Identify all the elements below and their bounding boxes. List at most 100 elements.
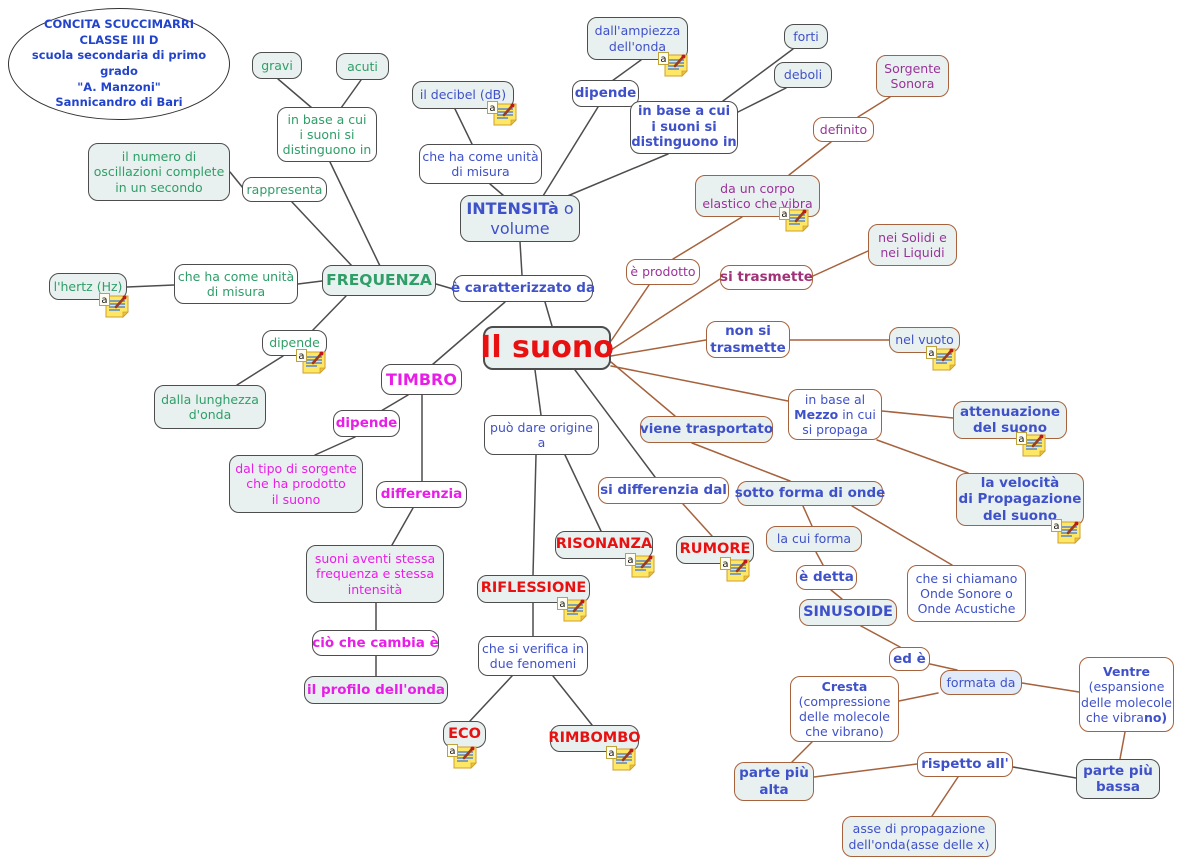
node-decibel[interactable]: il decibel (dB) — [412, 81, 514, 109]
node-frequenza[interactable]: FREQUENZA — [322, 265, 436, 296]
node-dipende-timbro[interactable]: dipende — [333, 410, 400, 437]
node-formata-da[interactable]: formata da — [940, 670, 1022, 695]
node-definito[interactable]: definito — [813, 117, 874, 142]
node-sinusoide[interactable]: SINUSOIDE — [799, 599, 897, 626]
node-si-trasmette[interactable]: si trasmette — [720, 265, 813, 290]
node-label-line: si differenzia dal — [600, 482, 727, 499]
node-label-line: RISONANZA — [555, 536, 653, 553]
node-si-differenzia[interactable]: si differenzia dal — [598, 477, 729, 504]
node-forti[interactable]: forti — [784, 24, 828, 49]
node-dipende-intensita[interactable]: dipende — [572, 80, 639, 107]
node-label-line: è prodotto — [630, 264, 696, 280]
node-label-line: che ha come unità — [422, 148, 539, 164]
connector-line — [534, 369, 542, 416]
svg-text:a: a — [722, 559, 728, 570]
annotation-icon[interactable]: a — [557, 597, 587, 623]
annotation-icon[interactable]: a — [720, 557, 750, 583]
annotation-icon[interactable]: a — [487, 101, 517, 127]
node-differenzia[interactable]: differenzia — [376, 481, 467, 508]
annotation-icon[interactable]: a — [99, 293, 129, 319]
sticky-note-glyph: a — [625, 553, 655, 578]
node-rappresenta[interactable]: rappresenta — [242, 177, 327, 202]
node-label-line: l'hertz (Hz) — [53, 278, 123, 294]
sticky-note-glyph: a — [1016, 432, 1046, 457]
author-credit-ellipse: CONCITA SCUCCIMARRI CLASSE III D scuola … — [8, 8, 230, 120]
node-cio-che-cambia[interactable]: ciò che cambia è — [312, 630, 439, 656]
node-label-line: i suoni si — [651, 119, 717, 135]
node-il-suono[interactable]: Il suono — [480, 326, 614, 370]
annotation-icon[interactable]: a — [658, 52, 688, 78]
node-la-cui-forma[interactable]: la cui forma — [766, 526, 862, 552]
annotation-icon[interactable]: a — [1016, 432, 1046, 458]
node-label-line: dell'onda(asse delle x) — [848, 836, 990, 852]
annotation-icon[interactable]: a — [606, 746, 636, 772]
node-label-line: suoni aventi stessa — [314, 551, 436, 567]
node-hertz[interactable]: l'hertz (Hz) — [49, 273, 127, 300]
node-rispetto-all[interactable]: rispetto all' — [917, 752, 1013, 777]
node-ed-e[interactable]: ed è — [889, 647, 930, 671]
node-timbro[interactable]: TIMBRO — [381, 364, 462, 395]
connector-line — [737, 87, 787, 113]
node-label-line: dipende — [269, 335, 320, 351]
connector-line — [802, 505, 813, 527]
node-rimbombo[interactable]: RIMBOMBO — [548, 725, 641, 752]
connector-line — [1021, 682, 1080, 693]
node-profilo-onda[interactable]: il profilo dell'onda — [304, 676, 448, 704]
annotation-icon[interactable]: a — [926, 346, 956, 372]
node-label-line: acuti — [347, 58, 378, 74]
annotation-icon[interactable]: a — [1051, 519, 1081, 545]
annotation-icon[interactable]: a — [296, 349, 326, 375]
node-label-line: è detta — [799, 569, 854, 586]
node-label-line: in base a cui — [287, 111, 367, 127]
connector-line — [857, 96, 891, 118]
node-gravi[interactable]: gravi — [252, 52, 302, 79]
connector-line — [860, 625, 901, 648]
node-label-line: (compressione — [798, 693, 891, 709]
node-rumore[interactable]: RUMORE — [676, 536, 754, 564]
node-e-prodotto[interactable]: è prodotto — [626, 259, 700, 285]
node-sotto-forma-onde[interactable]: sotto forma di onde — [735, 481, 885, 506]
node-e-detta[interactable]: è detta — [796, 565, 857, 590]
node-risonanza[interactable]: RISONANZA — [555, 531, 653, 559]
node-riflessione[interactable]: RIFLESSIONE — [477, 575, 590, 603]
node-label-line: è caratterizzato da — [450, 280, 596, 297]
node-caratterizzato[interactable]: è caratterizzato da — [450, 275, 596, 302]
connector-line — [611, 59, 642, 82]
connector-line — [812, 250, 869, 277]
node-label-line: nei Liquidi — [880, 245, 945, 260]
annotation-icon[interactable]: a — [447, 744, 477, 770]
node-acuti[interactable]: acuti — [336, 53, 389, 80]
annotation-icon[interactable]: a — [779, 207, 809, 233]
connector-line — [435, 283, 454, 290]
svg-text:a: a — [781, 209, 787, 220]
node-deboli[interactable]: deboli — [774, 62, 832, 88]
node-viene-trasportato[interactable]: viene trasportato — [640, 416, 773, 443]
connector-line — [929, 663, 958, 671]
svg-text:a: a — [449, 746, 455, 757]
annotation-icon[interactable]: a — [625, 553, 655, 579]
